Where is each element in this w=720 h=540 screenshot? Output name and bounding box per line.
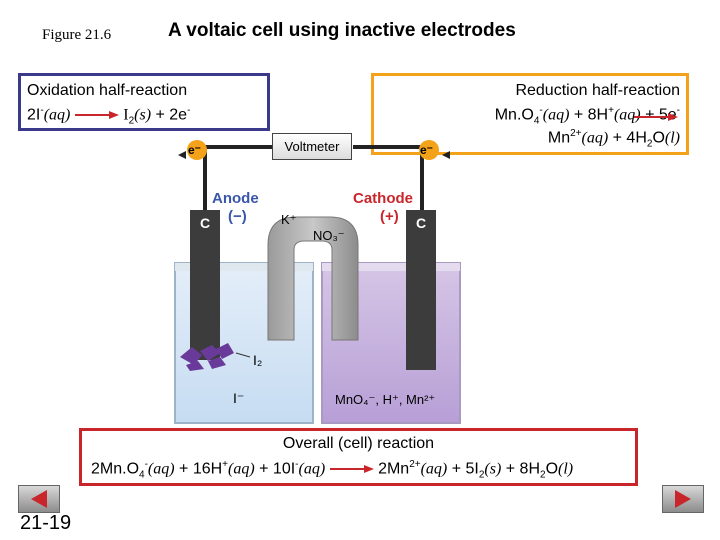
figure-label: Figure 21.6	[42, 27, 112, 43]
next-slide-button[interactable]	[662, 485, 704, 513]
cathode-solution-label: MnO₄⁻, H⁺, Mn²⁺	[335, 392, 436, 407]
overall-reactant-2: + 16H	[179, 460, 223, 478]
cathode-electrode	[406, 210, 436, 370]
reduction-product-1-charge: 2+	[570, 128, 582, 139]
reduction-reactant-1: Mn.O	[494, 106, 534, 124]
oxidation-product: I	[123, 106, 129, 124]
reduction-reactant-2-state: (aq)	[613, 106, 641, 124]
electron-left-badge	[187, 140, 207, 160]
reduction-product-2: + 4H	[612, 129, 647, 147]
reduction-reactant-2-charge: +	[608, 105, 614, 116]
reduction-box: Reduction half-reaction Mn.O4-(aq) + 8H+…	[371, 73, 689, 155]
electron-flow-right-arrow-icon	[442, 151, 450, 159]
anode-sign: (−)	[228, 208, 247, 225]
oxidation-reactant-charge: -	[40, 105, 44, 116]
overall-reactant-3-charge: -	[295, 459, 299, 470]
reduction-reactant-1-subscript: 4	[533, 115, 540, 127]
reduction-electron-charge: -	[676, 105, 680, 116]
overall-heading: Overall (cell) reaction	[282, 435, 435, 452]
oxidation-box: Oxidation half-reaction 2I-(aq) I2(s) + …	[18, 73, 270, 131]
oxidation-reactant-state: (aq)	[43, 106, 71, 124]
anode-beaker-rim	[175, 263, 313, 271]
overall-product-1-state: (aq)	[420, 460, 448, 478]
reduction-heading: Reduction half-reaction	[515, 82, 680, 99]
overall-product-3-tail: O	[545, 460, 559, 478]
overall-reactant-3-state: (aq)	[298, 460, 326, 478]
electron-right-badge	[419, 140, 439, 160]
overall-reactant-2-state: (aq)	[228, 460, 255, 478]
overall-product-2-state: (s)	[484, 460, 502, 478]
oxidation-product-state: (s)	[134, 106, 152, 124]
reduction-equation-line2: Mn2+(aq) + 4H2O(l)	[548, 128, 680, 150]
anode-electrode-label: C	[200, 215, 211, 231]
page-title: A voltaic cell using inactive electrodes	[168, 20, 516, 41]
salt-bridge-anion: NO₃⁻	[313, 228, 345, 243]
overall-reactant-2-charge: +	[222, 459, 229, 470]
page-number: 21-19	[20, 512, 72, 534]
triangle-left-icon	[31, 490, 47, 508]
overall-product-3: + 8H	[505, 460, 540, 478]
triangle-right-icon	[675, 490, 691, 508]
iodine-crystals	[180, 343, 234, 371]
voltmeter: Voltmeter	[272, 133, 352, 160]
overall-product-3-state: (l)	[558, 460, 574, 478]
overall-product-3-subscript: 2	[540, 469, 546, 481]
overall-reactant-1-charge: -	[144, 459, 148, 470]
overall-product-1: 2Mn	[378, 460, 410, 478]
anode-label: Anode	[212, 190, 259, 207]
reduction-product-1-state: (aq)	[581, 129, 609, 147]
reduction-product-1: Mn	[547, 129, 571, 147]
oxidation-electrons: + 2e	[155, 106, 188, 124]
anode-electrode	[190, 210, 220, 360]
i2-label: I₂	[253, 352, 263, 368]
iodide-label: I⁻	[233, 390, 245, 406]
reduction-product-2-state: (l)	[664, 129, 680, 147]
overall-reactant-1: 2Mn.O	[91, 460, 140, 478]
reduction-reactant-1-charge: -	[539, 105, 543, 116]
salt-bridge	[267, 216, 359, 341]
electron-label-left: e⁻	[188, 143, 202, 157]
reduction-reactant-2: + 8H	[573, 106, 609, 124]
overall-product-2: + 5I	[451, 460, 479, 478]
i2-pointer	[235, 352, 251, 358]
reduction-equation-line1: Mn.O4-(aq) + 8H+(aq) + 5e-	[495, 105, 680, 127]
overall-arrow-icon	[329, 465, 374, 474]
overall-reaction-box: Overall (cell) reaction 2Mn.O4-(aq) + 16…	[79, 428, 638, 486]
reduction-product-2-subscript: 2	[646, 138, 653, 150]
reduction-reactant-1-state: (aq)	[542, 106, 570, 124]
previous-slide-button[interactable]	[18, 485, 60, 513]
oxidation-electron-charge: -	[187, 105, 191, 116]
cathode-label: Cathode	[353, 190, 413, 207]
oxidation-reactant: 2I	[27, 106, 41, 124]
overall-product-1-charge: 2+	[409, 459, 421, 470]
voltaic-cell-diagram	[174, 140, 461, 424]
oxidation-heading: Oxidation half-reaction	[27, 82, 188, 99]
overall-product-2-subscript: 2	[478, 469, 485, 481]
cathode-electrode-label: C	[416, 215, 427, 231]
salt-bridge-cation: K⁺	[281, 212, 297, 227]
overall-reactant-3: + 10I	[259, 460, 296, 478]
electron-label-right: e⁻	[420, 143, 434, 157]
cathode-sign: (+)	[380, 208, 399, 225]
cathode-beaker-rim	[322, 263, 460, 271]
reduction-arrow-icon	[634, 113, 678, 121]
reduction-product-2-tail: O	[652, 129, 665, 147]
overall-reactant-1-state: (aq)	[147, 460, 175, 478]
overall-equation: 2Mn.O4-(aq) + 16H+(aq) + 10I-(aq) 2Mn2+(…	[91, 459, 573, 481]
electron-flow-left-arrow-icon	[178, 151, 186, 159]
reaction-arrow-icon	[74, 111, 119, 120]
oxidation-equation: 2I-(aq) I2(s) + 2e-	[27, 105, 190, 127]
overall-reactant-1-subscript: 4	[139, 469, 145, 481]
oxidation-product-subscript: 2	[128, 115, 135, 127]
